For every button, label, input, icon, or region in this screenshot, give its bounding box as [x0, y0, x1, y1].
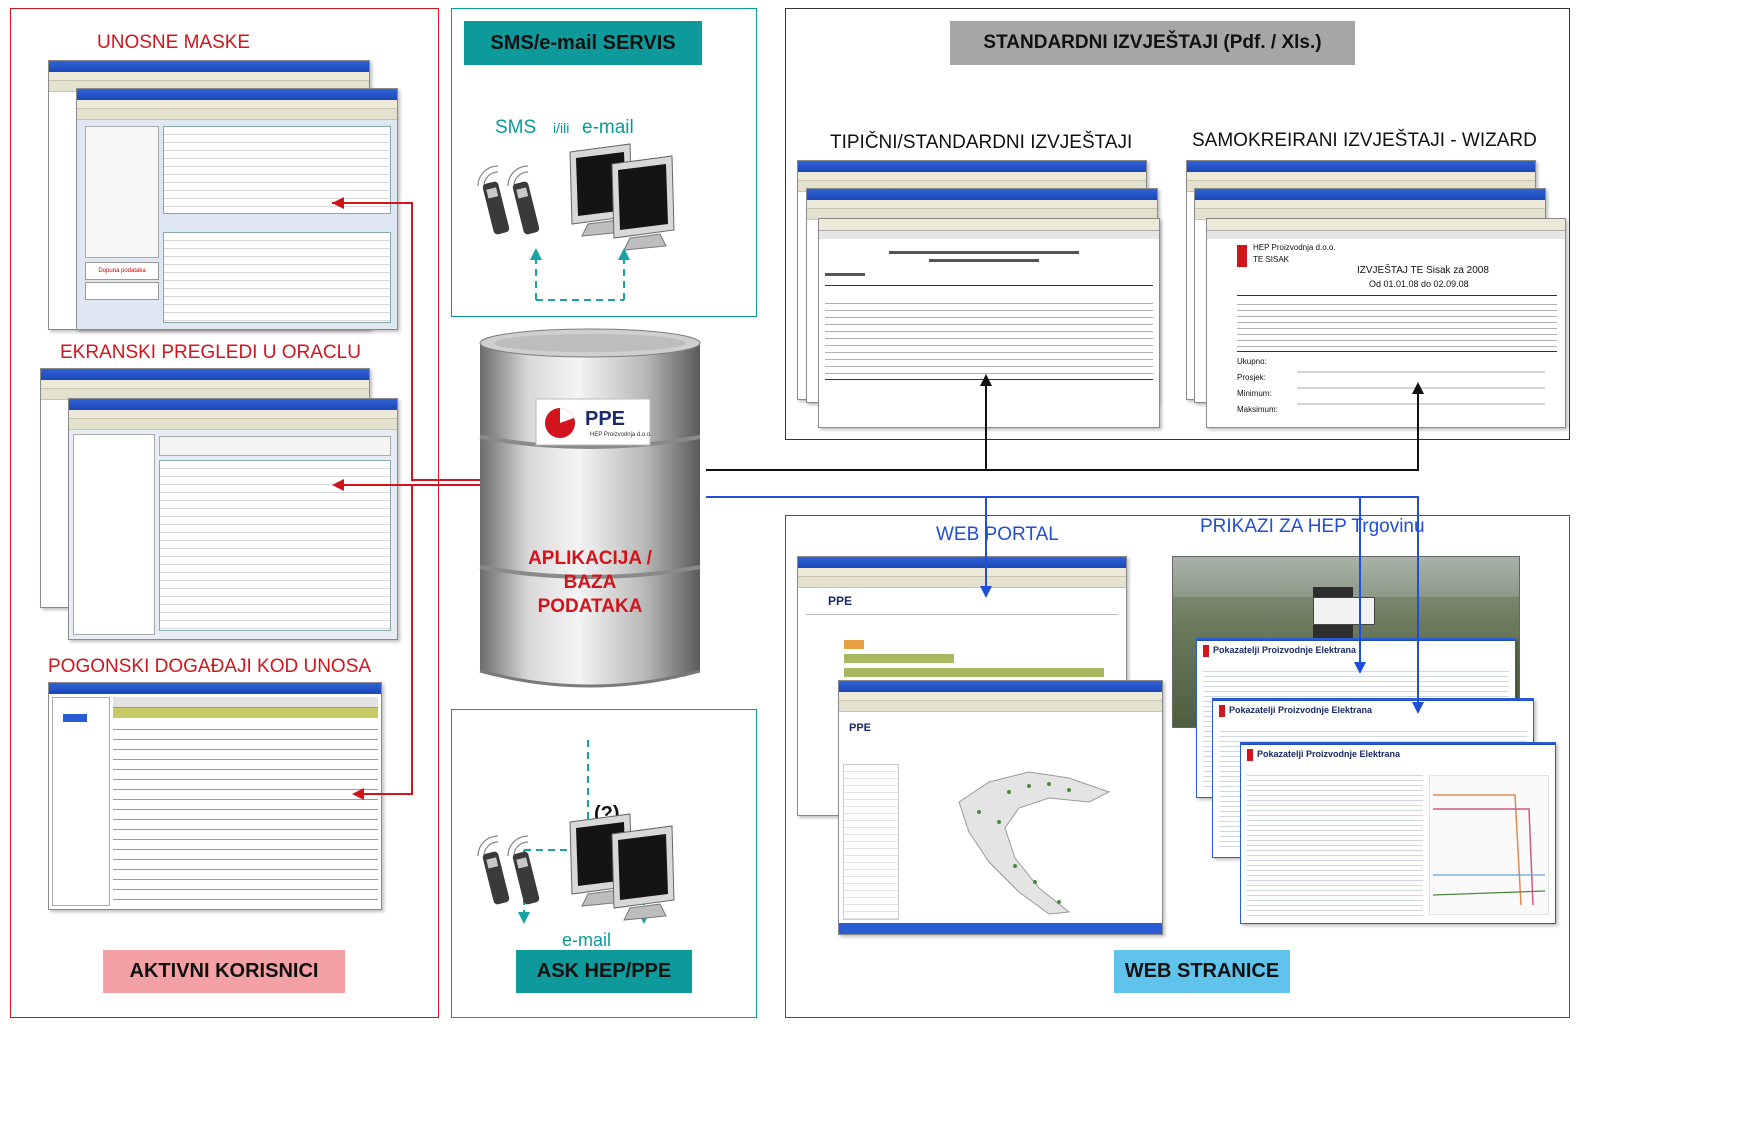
- standard-reports-badge: STANDARDNI IZVJEŠTAJI (Pdf. / Xls.): [950, 21, 1355, 65]
- web-pages-panel: [785, 515, 1570, 1018]
- email-label-bottom: e-mail: [562, 930, 612, 950]
- active-users-badge: AKTIVNI KORISNICI: [103, 950, 345, 993]
- ask-badge-label: ASK HEP/PPE: [536, 960, 672, 982]
- phones-monitors-top-icon: [477, 143, 675, 251]
- standard-reports-badge-label: STANDARDNI IZVJEŠTAJI (Pdf. / Xls.): [983, 32, 1322, 53]
- croatia-map-icon: [958, 771, 1111, 915]
- portal-logo: PPE: [828, 594, 853, 608]
- web-pages-badge: WEB STRANICE: [1114, 950, 1290, 993]
- report-subheading: Od 01.01.08 do 02.09.08: [1369, 279, 1469, 289]
- events-screenshot: [48, 682, 382, 910]
- sms-service-badge-label: SMS/e-mail SERVIS: [490, 31, 676, 54]
- web-portal-screenshot-front: PPE: [838, 680, 1163, 935]
- samokreirani-title: SAMOKREIRANI IZVJEŠTAJI - WIZARD: [1192, 130, 1537, 151]
- report-company: HEP Proizvodnja d.o.o.: [1253, 243, 1336, 252]
- pogonski-dogadaji-title: POGONSKI DOGAĐAJI KOD UNOSA: [48, 656, 372, 677]
- typical-report-front: [818, 218, 1160, 428]
- ask-badge: ASK HEP/PPE: [516, 950, 692, 993]
- active-users-badge-label: AKTIVNI KORISNICI: [129, 960, 319, 982]
- standard-reports-panel: [785, 8, 1570, 440]
- sms-label: SMS: [495, 117, 537, 138]
- report-row-maksimum: Maksimum:: [1237, 405, 1278, 414]
- barrel-line-2: BAZA: [563, 572, 617, 593]
- database-barrel-icon: [479, 328, 701, 688]
- ask-panel: [451, 709, 757, 1018]
- barrel-line-1: APLIKACIJA /: [528, 548, 652, 569]
- oracle-view-screenshot-front: [68, 398, 398, 640]
- email-label-top: e-mail: [582, 117, 634, 138]
- barrel-line-3: PODATAKA: [537, 596, 643, 617]
- report-plant: TE SISAK: [1253, 255, 1290, 264]
- ili-label: i/ili: [553, 120, 570, 136]
- dashboard-title-2: Pokazatelji Proizvodnje Elektrana: [1229, 705, 1373, 715]
- dashboard-title-1: Pokazatelji Proizvodnje Elektrana: [1213, 645, 1357, 655]
- barrel-logo-subtext: HEP Proizvodnja d.o.o.: [590, 432, 652, 438]
- web-pages-badge-label: WEB STRANICE: [1124, 960, 1280, 982]
- trend-chart-icon: [1429, 775, 1549, 915]
- ekranski-pregledi-title: EKRANSKI PREGLEDI U ORACLU: [60, 342, 361, 363]
- hep-logo-icon: [1237, 245, 1247, 267]
- wizard-report-front: HEP Proizvodnja d.o.o. TE SISAK IZVJEŠTA…: [1206, 218, 1566, 428]
- tipicni-title: TIPIČNI/STANDARDNI IZVJEŠTAJI: [830, 132, 1133, 153]
- unosne-maske-title: UNOSNE MASKE: [97, 32, 251, 53]
- sms-dashed-loop: [530, 248, 630, 301]
- web-portal-title: WEB PORTAL: [936, 524, 1059, 545]
- sms-service-panel: [451, 8, 757, 317]
- entry-form-screenshot-front: Dopuna podataka: [76, 88, 398, 330]
- dashboard-title-3: Pokazatelji Proizvodnje Elektrana: [1257, 749, 1401, 759]
- report-row-ukupno: Ukupno:: [1237, 357, 1267, 366]
- barrel-logo-text: PPE: [585, 408, 626, 430]
- dashboard-screenshot-3: Pokazatelji Proizvodnje Elektrana: [1240, 742, 1556, 924]
- phones-monitors-bottom-icon: [477, 813, 675, 921]
- report-heading: IZVJEŠTAJ TE Sisak za 2008: [1357, 265, 1489, 276]
- active-users-panel: [10, 8, 439, 1018]
- report-row-prosjek: Prosjek:: [1237, 373, 1266, 382]
- report-row-minimum: Minimum:: [1237, 389, 1272, 398]
- sms-service-badge: SMS/e-mail SERVIS: [464, 21, 702, 65]
- prikazi-title: PRIKAZI ZA HEP Trgovinu: [1200, 516, 1425, 537]
